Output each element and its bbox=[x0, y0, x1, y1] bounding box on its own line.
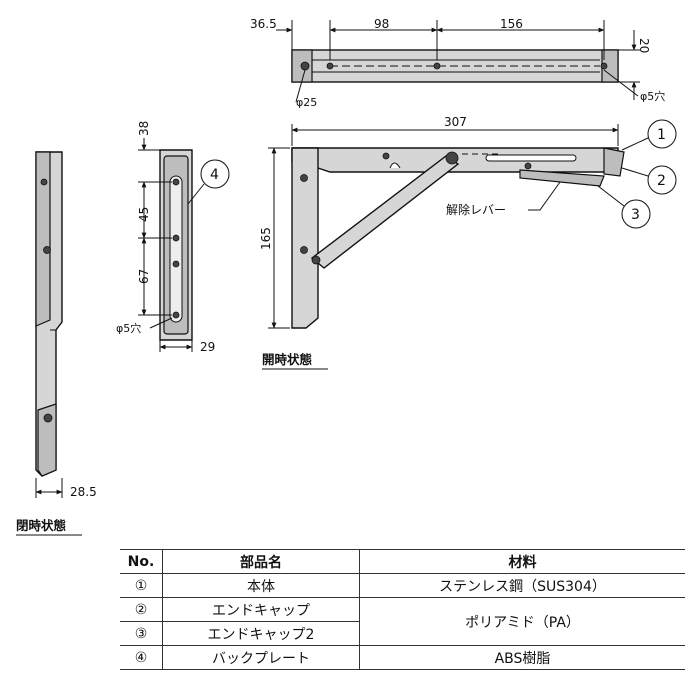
hole-5-side-label: φ5穴 bbox=[116, 321, 141, 335]
row-no: ④ bbox=[120, 645, 163, 670]
row-material: ポリアミド（PA） bbox=[359, 597, 685, 646]
col-header-material: 材料 bbox=[359, 549, 685, 574]
dim-156: 156 bbox=[500, 17, 523, 31]
row-part-name: バックプレート bbox=[162, 645, 360, 670]
open-view: 307 165 解除レバー 1 2 3 開時状態 bbox=[259, 115, 677, 370]
table-row: ④ バックプレート ABS樹脂 bbox=[120, 645, 685, 670]
dim-36-5: 36.5 bbox=[250, 17, 277, 31]
table-row: ② エンドキャップ ポリアミド（PA） bbox=[120, 597, 685, 646]
table-header-row: No. 部品名 材料 bbox=[120, 549, 685, 574]
dim-29: 29 bbox=[200, 340, 215, 354]
dim-165: 165 bbox=[259, 227, 273, 250]
dim-38: 38 bbox=[137, 121, 151, 136]
row-part-name: 本体 bbox=[162, 573, 360, 598]
dim-20: 20 bbox=[637, 38, 651, 53]
dim-98: 98 bbox=[374, 17, 389, 31]
closed-state-label: 閉時状態 bbox=[16, 518, 67, 533]
technical-drawing: 36.5 98 156 20 φ25 φ5穴 bbox=[16, 17, 677, 536]
dim-67: 67 bbox=[137, 269, 151, 284]
col-header-part-name: 部品名 bbox=[162, 549, 360, 574]
dim-28-5: 28.5 bbox=[70, 485, 97, 499]
closed-view: 28.5 閉時状態 bbox=[16, 151, 97, 536]
table-row: ① 本体 ステンレス鋼（SUS304） bbox=[120, 573, 685, 598]
row-material: ステンレス鋼（SUS304） bbox=[359, 573, 685, 598]
row-part-name: エンドキャップ bbox=[162, 597, 360, 622]
side-view: 38 45 67 φ5穴 29 4 bbox=[116, 121, 230, 354]
hole-25-label: φ25 bbox=[296, 96, 317, 109]
col-header-no: No. bbox=[120, 549, 163, 574]
callout-3: 3 bbox=[631, 207, 640, 223]
callout-1: 1 bbox=[657, 127, 666, 143]
row-no: ③ bbox=[120, 621, 163, 646]
callout-2: 2 bbox=[657, 173, 666, 189]
table-row: ③ エンドキャップ2 bbox=[120, 621, 685, 646]
callout-4: 4 bbox=[210, 167, 219, 183]
top-view: 36.5 98 156 20 φ25 φ5穴 bbox=[250, 17, 665, 109]
row-no: ② bbox=[120, 597, 163, 622]
release-lever-label: 解除レバー bbox=[446, 202, 506, 217]
row-part-name: エンドキャップ2 bbox=[162, 621, 360, 646]
hole-5-top-label: φ5穴 bbox=[640, 89, 665, 103]
row-no: ① bbox=[120, 573, 163, 598]
dim-307: 307 bbox=[444, 115, 467, 129]
dim-45: 45 bbox=[137, 207, 151, 222]
open-state-label: 開時状態 bbox=[262, 352, 313, 367]
row-material: ABS樹脂 bbox=[359, 645, 685, 670]
parts-table: No. 部品名 材料 ① 本体 ステンレス鋼（SUS304） ② エンドキャップ… bbox=[120, 549, 685, 670]
